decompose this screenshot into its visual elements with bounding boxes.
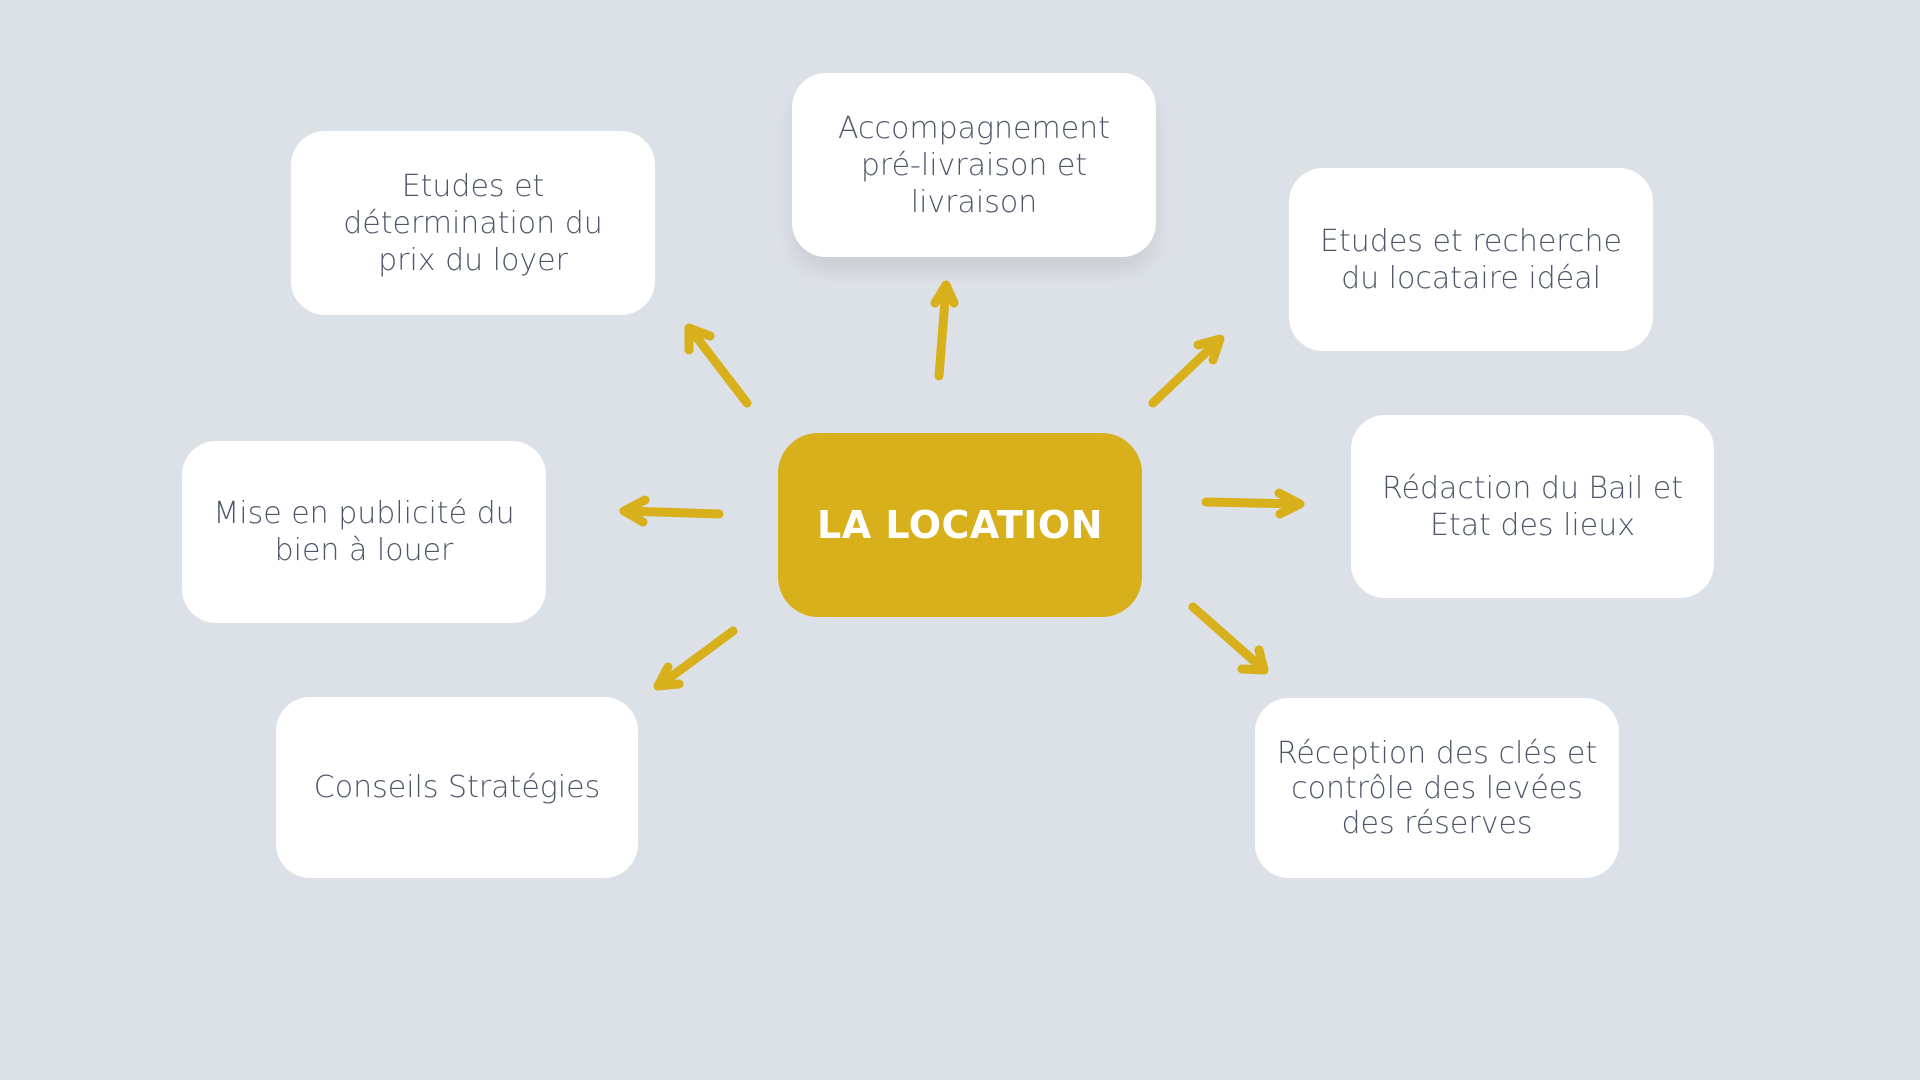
arrow-to-reception	[1188, 602, 1269, 675]
arrow-to-conseils	[653, 626, 738, 691]
node-locataire: Etudes et recherche du locataire idéal	[1289, 168, 1653, 351]
node-label: Conseils Stratégies	[313, 770, 601, 805]
node-label: Accompagnement pré-livraison et livraiso…	[838, 110, 1110, 220]
arrow-to-bail	[1201, 488, 1305, 519]
center-node: LA LOCATION	[778, 433, 1142, 617]
node-label: Etudes et détermination du prix du loyer	[343, 168, 603, 278]
node-label: Etudes et recherche du locataire idéal	[1320, 223, 1622, 296]
node-loyer: Etudes et détermination du prix du loyer	[291, 131, 655, 315]
node-conseils: Conseils Stratégies	[276, 697, 638, 878]
node-reception: Réception des clés et contrôle des levée…	[1255, 698, 1619, 878]
arrow-to-locataire	[1148, 334, 1225, 408]
center-label: LA LOCATION	[816, 503, 1104, 547]
arrow-to-loyer	[684, 323, 752, 408]
node-publicite: Mise en publicité du bien à louer	[182, 441, 546, 623]
node-label: Réception des clés et contrôle des levée…	[1276, 735, 1598, 841]
arrow-to-accompagnement	[930, 280, 959, 381]
node-accompagnement: Accompagnement pré-livraison et livraiso…	[792, 73, 1156, 257]
node-label: Rédaction du Bail et Etat des lieux	[1382, 470, 1683, 543]
node-bail: Rédaction du Bail et Etat des lieux	[1351, 415, 1714, 598]
arrow-to-publicite	[619, 495, 724, 527]
node-label: Mise en publicité du bien à louer	[213, 496, 515, 568]
